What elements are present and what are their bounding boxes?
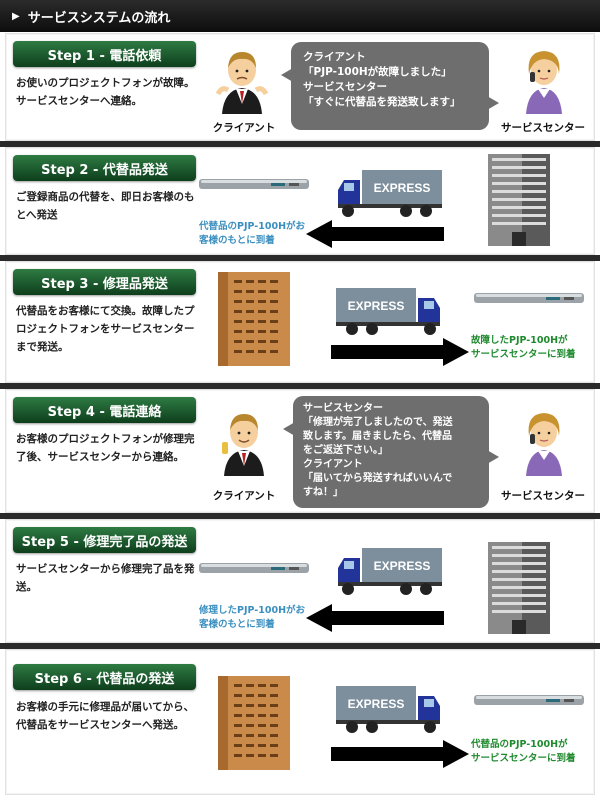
- bubble-line: 「PJP-100Hが故障しました」: [303, 66, 452, 78]
- step-5-label: Step 5 - 修理完了品の発送: [13, 527, 196, 553]
- service-center-building-icon: [488, 542, 550, 634]
- step-1-label: Step 1 - 電話依頼: [13, 41, 196, 67]
- step-separator: [0, 513, 600, 519]
- step-1-client-label: クライアント: [212, 122, 276, 134]
- step-5-arrow-left: [306, 604, 444, 632]
- step-4-label: Step 4 - 電話連絡: [13, 397, 196, 423]
- step-2-arrow-left: [306, 220, 444, 248]
- truck-label: EXPRESS: [374, 181, 431, 195]
- truck-label: EXPRESS: [348, 299, 405, 313]
- express-truck-icon: EXPRESS: [338, 548, 442, 595]
- client-person-icon: [215, 52, 269, 114]
- step-separator: [0, 383, 600, 389]
- bubble-line: 「届いてから発送すればいいんで: [303, 473, 453, 484]
- express-truck-icon: EXPRESS: [336, 288, 440, 335]
- step-1-panel: Step 1 - 電話依頼 お使いのプロジェクトフォンが故障。サービスセンターへ…: [5, 33, 595, 141]
- step-5-description: サービスセンターから修理完了品を発送。: [16, 563, 195, 593]
- step-3-panel: Step 3 - 修理品発送 代替品をお客様にて交換。故障したプロジェクトフォン…: [5, 261, 595, 383]
- caption-line: 代替品のPJP-100Hがお: [199, 221, 306, 232]
- cardboard-box-icon: [218, 676, 290, 770]
- step-3-label: Step 3 - 修理品発送: [13, 269, 196, 295]
- caption-line: 客様のもとに到着: [199, 619, 275, 630]
- step-3-arrow-right: [331, 338, 469, 366]
- projectphone-device-icon: [474, 293, 584, 303]
- projectphone-device-icon: [474, 695, 584, 705]
- step-4-description: お客様のプロジェクトフォンが修理完了後、サービスセンターから連絡。: [16, 433, 195, 463]
- caption-line: 客様のもとに到着: [199, 235, 275, 246]
- step-2-description: ご登録商品の代替を、即日お客様のもとへ発送: [16, 191, 195, 221]
- step-4-panel: Step 4 - 電話連絡 お客様のプロジェクトフォンが修理完了後、サービスセン…: [5, 389, 595, 513]
- step-6-caption: 代替品のPJP-100Hが サービスセンターに到着: [471, 738, 576, 766]
- bubble-line: をご返送下さい。」: [303, 445, 388, 456]
- caption-line: サービスセンターに到着: [471, 349, 576, 360]
- step-6-description: お客様の手元に修理品が届いてから、代替品をサービスセンターへ発送。: [16, 701, 195, 731]
- truck-label: EXPRESS: [348, 697, 405, 711]
- bubble-line: サービスセンター: [303, 81, 387, 93]
- step-3-description: 代替品をお客様にて交換。故障したプロジェクトフォンをサービスセンターまで発送。: [16, 305, 195, 353]
- caption-line: 故障したPJP-100Hが: [471, 335, 568, 346]
- step-separator: [0, 141, 600, 147]
- step-2-panel: Step 2 - 代替品発送 ご登録商品の代替を、即日お客様のもとへ発送 代替品…: [5, 147, 595, 255]
- step-separator: [0, 255, 600, 261]
- client-person-icon: [222, 414, 264, 476]
- triangle-right-icon: ▶: [12, 10, 20, 22]
- page-title: サービスシステムの流れ: [27, 10, 171, 26]
- caption-line: 修理したPJP-100Hがお: [199, 605, 306, 616]
- projectphone-device-icon: [199, 179, 309, 189]
- service-center-building-icon: [488, 154, 550, 246]
- bubble-line: クライアント: [303, 459, 363, 470]
- step-4-client-label: クライアント: [212, 490, 276, 502]
- truck-label: EXPRESS: [374, 559, 431, 573]
- step-1-service-center-label: サービスセンター: [501, 122, 585, 134]
- step-6-label: Step 6 - 代替品の発送: [13, 664, 196, 690]
- step-4-service-center-label: サービスセンター: [501, 490, 585, 502]
- express-truck-icon: EXPRESS: [336, 686, 440, 733]
- step-2-caption: 代替品のPJP-100Hがお 客様のもとに到着: [199, 220, 305, 248]
- bubble-line: クライアント: [303, 51, 366, 63]
- step-5-caption: 修理したPJP-100Hがお 客様のもとに到着: [199, 604, 305, 632]
- step-2-label: Step 2 - 代替品発送: [13, 155, 196, 181]
- bubble-line: 「修理が完了しましたので、発送: [303, 417, 453, 428]
- step-6-panel: Step 6 - 代替品の発送 お客様の手元に修理品が届いてから、代替品をサービ…: [5, 649, 595, 795]
- cardboard-box-icon: [218, 272, 290, 366]
- step-3-caption: 故障したPJP-100Hが サービスセンターに到着: [471, 334, 576, 362]
- bubble-line: サービスセンター: [303, 403, 383, 414]
- step-6-arrow-right: [331, 740, 469, 768]
- caption-line: サービスセンターに到着: [471, 753, 576, 764]
- page-title-bar: ▶ サービスシステムの流れ: [0, 0, 600, 32]
- service-center-operator-icon: [526, 51, 562, 114]
- caption-line: 代替品のPJP-100Hが: [471, 739, 568, 750]
- step-1-speech-bubble: クライアント 「PJP-100Hが故障しました」 サービスセンター 「すぐに代替…: [281, 42, 499, 130]
- step-separator: [0, 643, 600, 649]
- service-center-operator-icon: [526, 413, 562, 476]
- step-5-panel: Step 5 - 修理完了品の発送 サービスセンターから修理完了品を発送。 修理…: [5, 519, 595, 643]
- bubble-line: 致します。届きましたら、代替品: [303, 431, 452, 442]
- bubble-line: すね！」: [303, 487, 343, 498]
- bubble-line: 「すぐに代替品を発送致します」: [303, 96, 461, 108]
- express-truck-icon: EXPRESS: [338, 170, 442, 217]
- step-4-speech-bubble: サービスセンター 「修理が完了しましたので、発送 致します。届きましたら、代替品…: [283, 396, 499, 508]
- step-1-description: お使いのプロジェクトフォンが故障。サービスセンターへ連絡。: [16, 77, 195, 107]
- projectphone-device-icon: [199, 563, 309, 573]
